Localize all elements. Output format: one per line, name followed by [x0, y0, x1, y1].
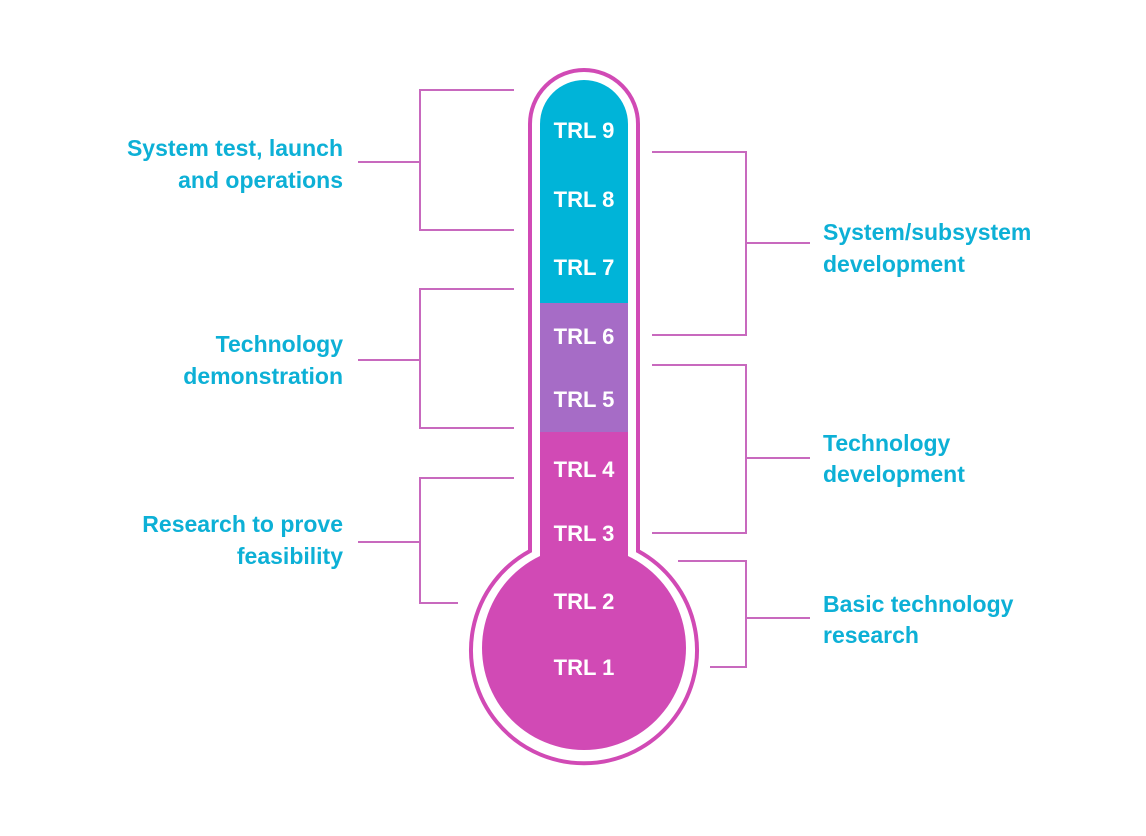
label-system-subsystem-line1: System/subsystem [823, 219, 1031, 245]
trl-1-label: TRL 1 [554, 655, 615, 680]
trl-5-label: TRL 5 [554, 387, 615, 412]
trl-3-label: TRL 3 [554, 521, 615, 546]
label-system-test-line2: and operations [178, 167, 343, 193]
trl-8-label: TRL 8 [554, 187, 615, 212]
label-basic-research-line2: research [823, 622, 919, 648]
trl-7-label: TRL 7 [554, 255, 615, 280]
label-tech-demo-line1: Technology [216, 331, 344, 357]
label-tech-development-line1: Technology [823, 430, 951, 456]
band-purple [482, 303, 687, 432]
bracket-tech-demo [358, 288, 514, 429]
trl-4-label: TRL 4 [554, 457, 615, 482]
trl-9-label: TRL 9 [554, 118, 615, 143]
trl-2-label: TRL 2 [554, 589, 615, 614]
label-basic-research-line1: Basic technology [823, 591, 1014, 617]
label-tech-development-line2: development [823, 461, 965, 487]
trl-6-label: TRL 6 [554, 324, 615, 349]
right-group-labels: System/subsystem development Technology … [823, 219, 1031, 648]
bracket-system-subsystem [652, 151, 810, 336]
label-system-subsystem-line2: development [823, 251, 965, 277]
left-brackets [358, 89, 514, 604]
bracket-system-test [358, 89, 514, 231]
label-tech-demo-line2: demonstration [183, 363, 343, 389]
bracket-basic-research [678, 560, 810, 668]
label-research-feasibility-line1: Research to prove [142, 511, 343, 537]
right-brackets [652, 151, 810, 668]
trl-labels: TRL 9 TRL 8 TRL 7 TRL 6 TRL 5 TRL 4 TRL … [554, 118, 615, 680]
bracket-tech-development [652, 364, 810, 534]
label-system-test-line1: System test, launch [127, 135, 343, 161]
thermometer-outline [469, 68, 699, 766]
bracket-research-feasibility [358, 477, 514, 604]
left-group-labels: System test, launch and operations Techn… [127, 135, 343, 569]
label-research-feasibility-line2: feasibility [237, 543, 343, 569]
